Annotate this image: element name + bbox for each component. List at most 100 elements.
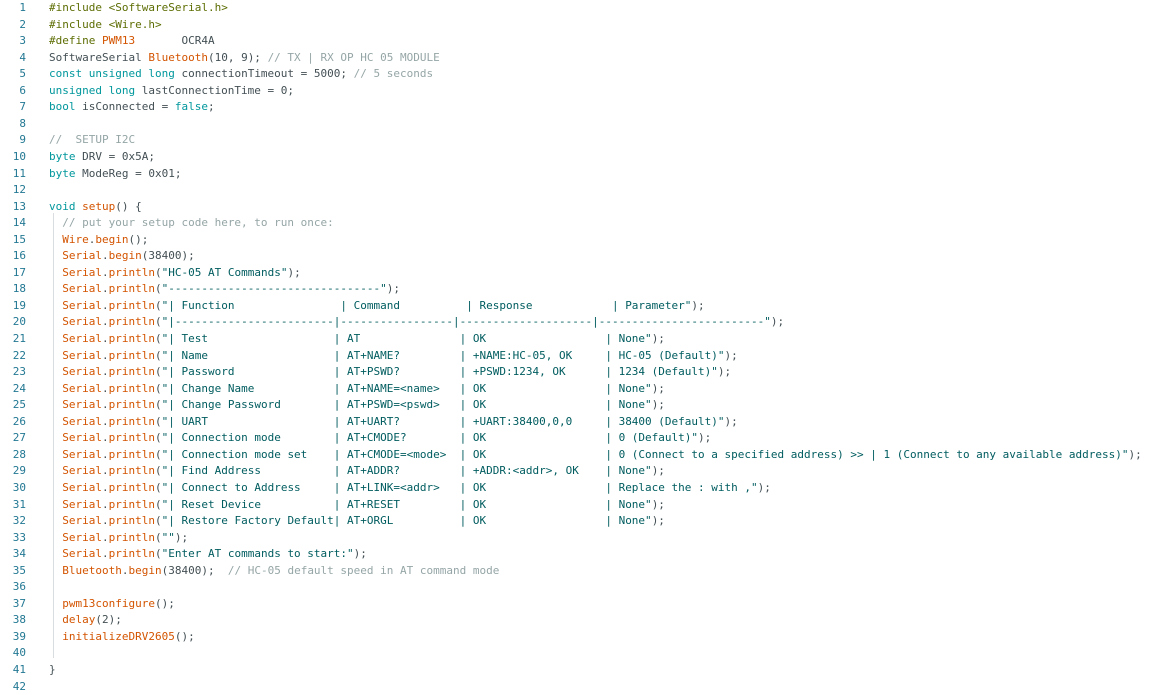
code-line[interactable]: 29 Serial.println("| Find Address | AT+A…	[0, 463, 1162, 480]
code-token: ();	[154, 596, 175, 610]
code-token: lastConnectionTime = 0;	[135, 83, 295, 97]
code-line[interactable]: 38 delay(2);	[0, 612, 1162, 629]
code-token: );	[724, 414, 738, 428]
code-line[interactable]: 20 Serial.println("|--------------------…	[0, 314, 1162, 331]
code-line[interactable]: 39 initializeDRV2605();	[0, 629, 1162, 646]
line-number: 18	[12, 282, 26, 296]
code-token: );	[651, 497, 665, 511]
code-line[interactable]: 1#include <SoftwareSerial.h>	[0, 0, 1162, 17]
code-line[interactable]: 34 Serial.println("Enter AT commands to …	[0, 546, 1162, 563]
line-number: 25	[12, 398, 26, 412]
code-line[interactable]: 27 Serial.println("| Connection mode | A…	[0, 430, 1162, 447]
code-text: Serial.println("| Connection mode | AT+C…	[49, 430, 711, 447]
code-token	[49, 249, 62, 262]
code-token: Serial	[62, 447, 102, 461]
code-text: const unsigned long connectionTimeout = …	[49, 66, 433, 83]
code-line[interactable]: 3#define PWM13 OCR4A	[0, 33, 1162, 50]
code-line[interactable]: 2#include <Wire.h>	[0, 17, 1162, 34]
code-text: byte ModeReg = 0x01;	[49, 166, 181, 183]
code-token	[49, 382, 62, 395]
code-line[interactable]: 32 Serial.println("| Restore Factory Def…	[0, 513, 1162, 530]
code-line[interactable]: 35 Bluetooth.begin(38400); // HC-05 defa…	[0, 563, 1162, 580]
code-line[interactable]: 19 Serial.println("| Function | Command …	[0, 298, 1162, 315]
code-token: Wire	[62, 232, 89, 246]
code-token: .	[102, 348, 109, 362]
code-token: <Wire.h>	[101, 17, 162, 31]
code-token	[49, 365, 62, 378]
code-line[interactable]: 37 pwm13configure();	[0, 596, 1162, 613]
code-line[interactable]: 30 Serial.println("| Connect to Address …	[0, 480, 1162, 497]
code-text: byte DRV = 0x5A;	[49, 149, 155, 166]
code-token	[49, 282, 62, 295]
code-token: println	[108, 282, 155, 296]
code-text: #define PWM13 OCR4A	[49, 33, 215, 50]
code-token: .	[102, 431, 109, 445]
code-token: );	[717, 365, 732, 379]
code-text: Serial.println("|-----------------------…	[49, 314, 784, 331]
code-line[interactable]: 31 Serial.println("| Reset Device | AT+R…	[0, 497, 1162, 514]
line-number: 8	[19, 116, 26, 130]
code-token	[49, 613, 62, 626]
code-token: "| Find Address | AT+ADDR? | +ADDR:<addr…	[161, 464, 652, 478]
code-token: .	[102, 497, 109, 511]
line-number: 7	[19, 100, 26, 114]
code-token: .	[102, 530, 109, 544]
code-line[interactable]: 17 Serial.println("HC-05 AT Commands");	[0, 265, 1162, 282]
code-token: Serial	[62, 431, 102, 445]
code-line[interactable]: 24 Serial.println("| Change Name | AT+NA…	[0, 381, 1162, 398]
code-line[interactable]: 22 Serial.println("| Name | AT+NAME? | +…	[0, 348, 1162, 365]
code-text: Serial.println("| UART | AT+UART? | +UAR…	[49, 414, 738, 431]
code-line[interactable]: 12	[0, 182, 1162, 199]
code-token: Serial	[62, 348, 102, 362]
code-text: SoftwareSerial Bluetooth(10, 9); // TX |…	[49, 50, 440, 67]
code-token: println	[108, 547, 155, 561]
code-text: #include <Wire.h>	[49, 17, 162, 34]
code-line[interactable]: 16 Serial.begin(38400);	[0, 248, 1162, 265]
code-token: begin	[95, 232, 129, 246]
code-token: Serial	[62, 365, 102, 379]
code-text: Serial.println("| Restore Factory Defaul…	[49, 513, 665, 530]
code-line[interactable]: 8	[0, 116, 1162, 133]
code-token: unsigned long	[49, 83, 136, 97]
code-line[interactable]: 18 Serial.println("---------------------…	[0, 281, 1162, 298]
code-token: .	[102, 398, 109, 412]
code-token: (	[154, 530, 162, 544]
code-text: Serial.println("| Name | AT+NAME? | +NAM…	[49, 348, 738, 365]
code-line[interactable]: 21 Serial.println("| Test | AT | OK | No…	[0, 331, 1162, 348]
code-line[interactable]: 9// SETUP I2C	[0, 132, 1162, 149]
code-token: "| Function | Command | Response | Param…	[161, 298, 692, 312]
code-token: );	[287, 265, 301, 279]
line-number: 14	[12, 216, 26, 230]
code-token: .	[102, 298, 109, 312]
code-token: println	[108, 514, 155, 528]
code-token: .	[102, 414, 109, 428]
code-line[interactable]: 40	[0, 645, 1162, 662]
code-token: println	[108, 348, 155, 362]
code-line[interactable]: 26 Serial.println("| UART | AT+UART? | +…	[0, 414, 1162, 431]
line-number: 39	[12, 629, 26, 643]
code-line[interactable]: 25 Serial.println("| Change Password | A…	[0, 397, 1162, 414]
code-line[interactable]: 14 // put your setup code here, to run o…	[0, 215, 1162, 232]
line-number: 26	[12, 414, 26, 428]
code-line[interactable]: 36	[0, 579, 1162, 596]
code-text: #include <SoftwareSerial.h>	[49, 0, 228, 17]
code-line[interactable]: 28 Serial.println("| Connection mode set…	[0, 447, 1162, 464]
code-line[interactable]: 23 Serial.println("| Password | AT+PSWD?…	[0, 364, 1162, 381]
code-text: Wire.begin();	[49, 232, 148, 249]
code-token	[49, 464, 62, 477]
code-token: println	[108, 497, 155, 511]
code-line[interactable]: 15 Wire.begin();	[0, 232, 1162, 249]
code-token: (	[154, 480, 162, 494]
code-token: // TX | RX OP HC 05 MODULE	[267, 50, 440, 64]
code-token: Serial	[62, 249, 102, 263]
code-line[interactable]: 33 Serial.println("");	[0, 530, 1162, 547]
code-line[interactable]: 41}	[0, 662, 1162, 679]
